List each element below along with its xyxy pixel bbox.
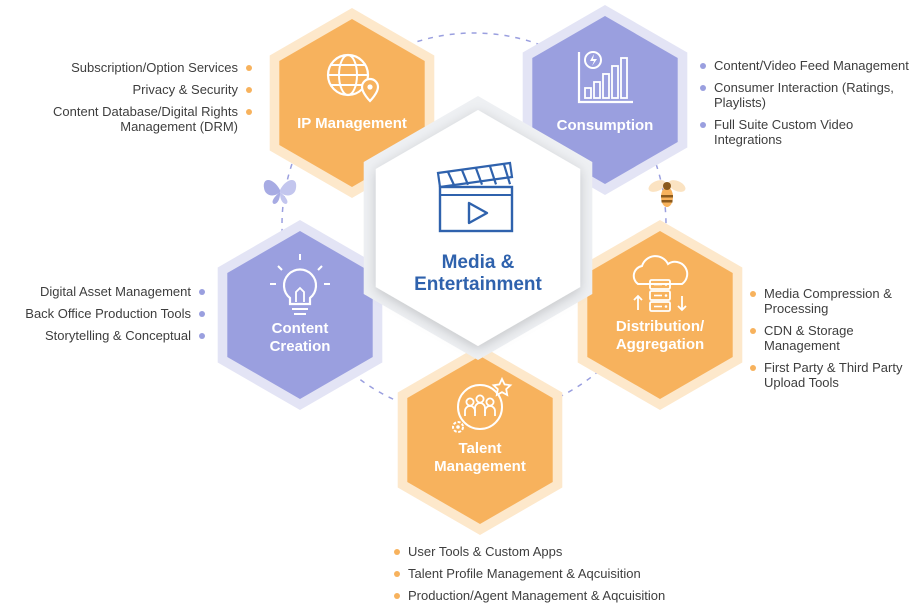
distribution-items: Media Compression & Processing CDN & Sto… bbox=[750, 286, 915, 397]
bullet-dot bbox=[199, 333, 205, 339]
content-label: Creation bbox=[270, 338, 331, 355]
list-item: Full Suite Custom Video Integrations bbox=[700, 117, 915, 147]
bullet-dot bbox=[700, 122, 706, 128]
talent-label: Management bbox=[434, 458, 526, 475]
list-item: User Tools & Custom Apps bbox=[394, 544, 734, 559]
bullet-dot bbox=[246, 109, 252, 115]
bullet-dot bbox=[394, 571, 400, 577]
bullet-dot bbox=[246, 87, 252, 93]
list-item: Media Compression & Processing bbox=[750, 286, 915, 316]
hexagon-shape bbox=[532, 16, 678, 184]
bee-icon bbox=[648, 180, 686, 207]
list-item: First Party & Third Party Upload Tools bbox=[750, 360, 915, 390]
content-label: Content bbox=[272, 320, 329, 337]
list-item: Storytelling & Conceptual bbox=[0, 328, 205, 343]
consumption-items: Content/Video Feed Management Consumer I… bbox=[700, 58, 915, 154]
butterfly-icon bbox=[263, 179, 297, 204]
bar-chart-growth-icon bbox=[577, 51, 633, 104]
distribution-label: Distribution/ bbox=[616, 318, 705, 335]
center-hexagon bbox=[375, 110, 581, 346]
ip-management-items: Subscription/Option Services Privacy & S… bbox=[0, 60, 252, 141]
bullet-dot bbox=[750, 291, 756, 297]
bullet-dot bbox=[394, 593, 400, 599]
list-item: Content/Video Feed Management bbox=[700, 58, 915, 73]
bullet-dot bbox=[750, 365, 756, 371]
hexagon-shape bbox=[279, 19, 425, 187]
consumption-label: Consumption bbox=[557, 117, 654, 134]
list-item: Digital Asset Management bbox=[0, 284, 205, 299]
content-creation-items: Digital Asset Management Back Office Pro… bbox=[0, 284, 205, 350]
list-item: Consumer Interaction (Ratings, Playlists… bbox=[700, 80, 915, 110]
cloud-server-icon bbox=[632, 255, 689, 312]
hexagon-shape bbox=[407, 356, 553, 524]
talent-label: Talent bbox=[458, 440, 501, 457]
bullet-dot bbox=[750, 328, 756, 334]
center-title-line-1: Media & bbox=[442, 252, 515, 273]
list-item: Content Database/Digital Rights Manageme… bbox=[0, 104, 252, 134]
clapperboard-play-icon bbox=[436, 161, 514, 233]
bullet-dot bbox=[394, 549, 400, 555]
bullet-dot bbox=[700, 85, 706, 91]
bullet-dot bbox=[700, 63, 706, 69]
globe-location-icon bbox=[326, 53, 380, 103]
bullet-dot bbox=[199, 311, 205, 317]
list-item: Talent Profile Management & Aqcuisition bbox=[394, 566, 734, 581]
center-title-line-2: Entertainment bbox=[414, 274, 542, 295]
list-item: Privacy & Security bbox=[0, 82, 252, 97]
bullet-dot bbox=[199, 289, 205, 295]
ip-label: IP Management bbox=[297, 115, 407, 132]
center-node: Media &Entertainment bbox=[363, 96, 593, 360]
lightbulb-icon bbox=[270, 254, 330, 315]
list-item: Back Office Production Tools bbox=[0, 306, 205, 321]
team-star-icon bbox=[452, 376, 513, 433]
list-item: Subscription/Option Services bbox=[0, 60, 252, 75]
list-item: Production/Agent Management & Aqcuisitio… bbox=[394, 588, 734, 603]
talent-management-items: User Tools & Custom Apps Talent Profile … bbox=[394, 544, 734, 610]
distribution-node: Distribution/Aggregation bbox=[577, 220, 743, 410]
list-item: CDN & Storage Management bbox=[750, 323, 915, 353]
distribution-label: Aggregation bbox=[616, 336, 704, 353]
bullet-dot bbox=[246, 65, 252, 71]
hexagon-shape bbox=[587, 231, 733, 399]
